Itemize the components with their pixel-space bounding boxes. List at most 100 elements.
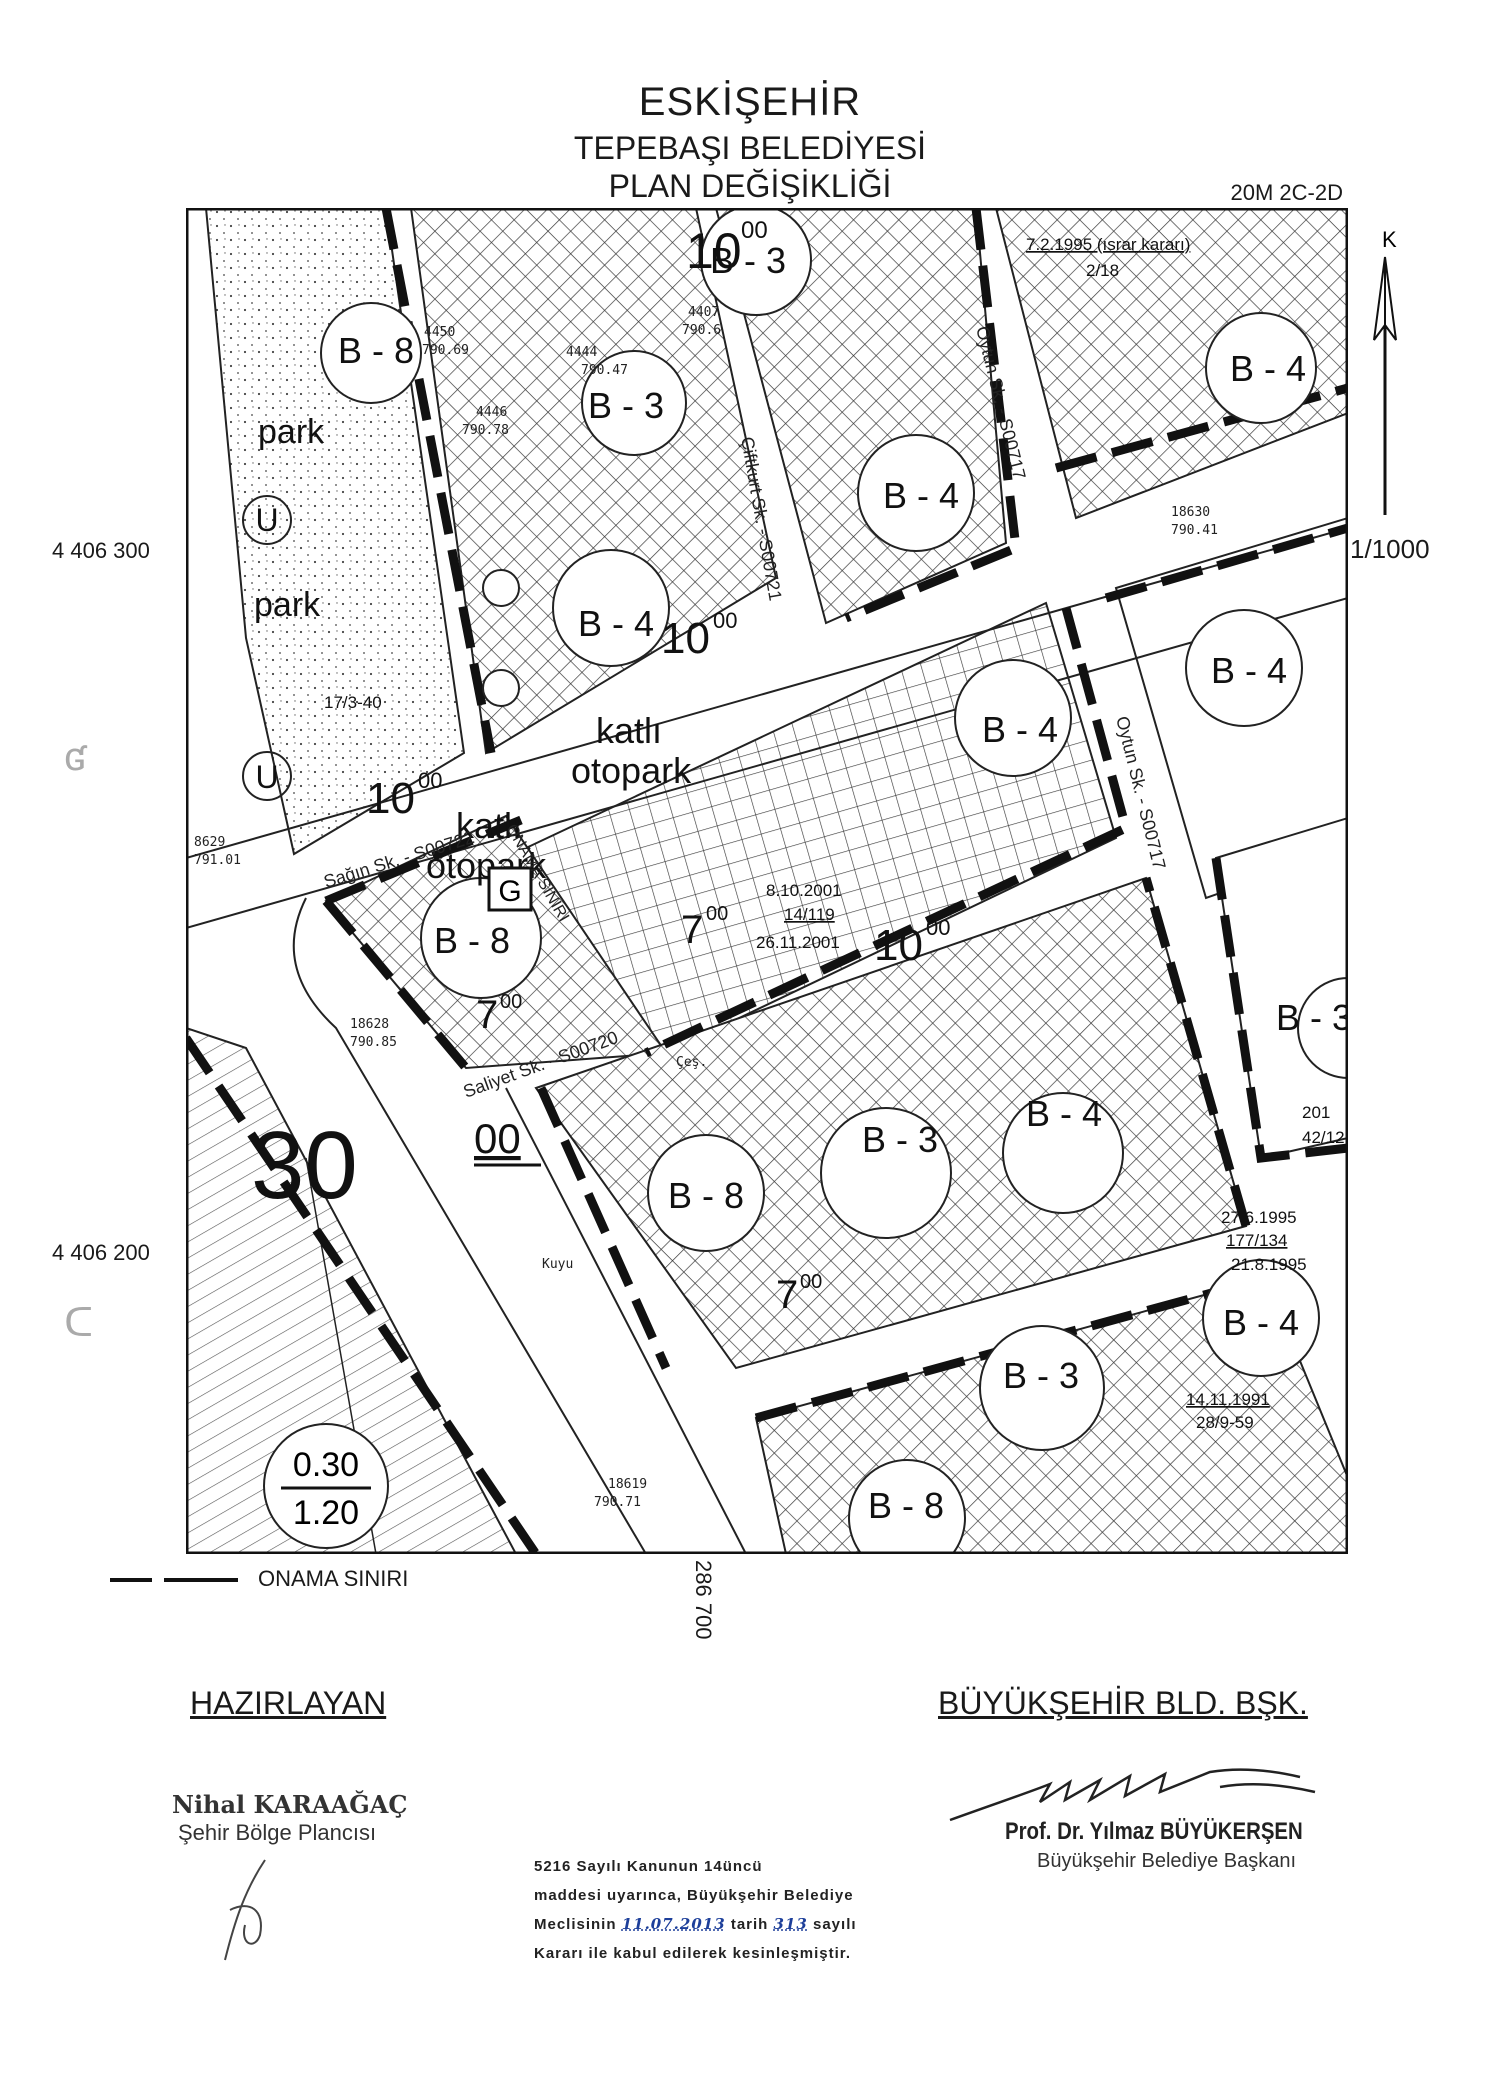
road-width: 10 <box>661 614 710 663</box>
prepared-by-heading: HAZIRLAYAN <box>190 1685 387 1721</box>
parcel-elevation: 790.47 <box>581 363 628 378</box>
parking-label: otopark <box>571 750 692 791</box>
road-width: 10 <box>874 921 923 970</box>
decision-ref: 26.11.2001 <box>756 933 840 952</box>
decision-ref: 14/119 <box>784 905 835 924</box>
road-width: 7 <box>476 993 498 1037</box>
zone-circle <box>700 208 812 316</box>
decision-ref: 27.6.1995 <box>1221 1208 1297 1227</box>
zone-label: B - 3 <box>710 240 786 281</box>
road-width: 7 <box>776 1273 798 1317</box>
zone-circle <box>320 302 422 404</box>
zone-label: B - 4 <box>578 603 654 644</box>
decision-ref: 201 <box>1302 1103 1330 1122</box>
zone-circle <box>954 659 1072 777</box>
parcel-number: 18630 <box>1171 505 1210 520</box>
zone-circle <box>1185 609 1303 727</box>
zone-circle <box>1002 1092 1124 1214</box>
road-width: 10 <box>366 774 415 823</box>
zone-label: B - 3 <box>862 1119 938 1160</box>
decision-ref: 7.2.1995 (ısrar kararı) <box>1026 235 1190 254</box>
sheet-reference: 20M 2C-2D <box>1230 180 1343 205</box>
residential-block <box>409 208 778 755</box>
north-label: K <box>1382 227 1397 252</box>
mayor-signature <box>949 1768 1316 1822</box>
coordinate-north-2: 4 406 200 <box>52 1240 150 1265</box>
scan-mark: ʛ <box>64 735 87 779</box>
road-width-sup: 00 <box>706 903 728 925</box>
density-taks: 0.30 <box>293 1446 359 1484</box>
zone-circle <box>979 1325 1105 1451</box>
map-frame <box>186 208 1348 1554</box>
parcel-number: 8629 <box>194 835 225 850</box>
planner-title: Şehir Bölge Plancısı <box>178 1820 377 1845</box>
planner-name: Nihal KARAAĞAÇ <box>172 1790 408 1819</box>
scan-mark: ᑕ <box>64 1301 94 1345</box>
approval-date: 11.07.2013 <box>621 1915 726 1933</box>
decision-ref: 2/18 <box>1086 261 1119 280</box>
decision-ref: 8.10.2001 <box>766 881 842 900</box>
parcel-elevation: 790.6 <box>682 323 721 338</box>
zone-circle <box>1202 1259 1320 1377</box>
map-title-city: ESKİŞEHİR <box>638 80 862 124</box>
zone-circle <box>1205 312 1317 424</box>
mayor-heading: BÜYÜKŞEHİR BLD. BŞK. <box>938 1685 1308 1721</box>
zone-label: B - 4 <box>1230 348 1306 389</box>
parking-label: katlı <box>596 710 662 751</box>
zone-circle <box>1297 977 1348 1079</box>
coordinate-north-1: 4 406 300 <box>52 538 150 563</box>
parcel-number: 18628 <box>350 1017 389 1032</box>
decision-ref: 28/9-59 <box>1196 1413 1254 1432</box>
parcel-number: 18619 <box>608 1477 647 1492</box>
zone-label: B - 4 <box>982 709 1058 750</box>
map-title-subject: PLAN DEĞİŞİKLİĞİ <box>608 168 892 204</box>
parcel-elevation: 790.71 <box>594 1495 641 1510</box>
zone-circle <box>820 1107 952 1239</box>
parcel-number: 4450 <box>424 325 455 340</box>
parcel-label: Çeş. <box>676 1055 707 1070</box>
zone-circle <box>581 350 687 456</box>
zone-label: B - 8 <box>338 330 414 371</box>
mayor-title: Büyükşehir Belediye Başkanı <box>1037 1850 1297 1872</box>
road-width-sup: 00 <box>418 768 442 793</box>
garage-label: G <box>498 875 521 908</box>
zone-label: B - 8 <box>434 920 510 961</box>
park-symbol-circle <box>482 569 520 607</box>
road-width: 7 <box>681 908 703 952</box>
road-width-sup: 00 <box>713 608 737 633</box>
road-width: 10 <box>686 223 742 279</box>
zone-circle <box>857 434 975 552</box>
zone-label: B - 4 <box>1223 1302 1299 1343</box>
parcel-number: 4446 <box>476 405 507 420</box>
parcel-elevation: 790.41 <box>1171 523 1218 538</box>
mayor-name: Prof. Dr. Yılmaz BÜYÜKERŞEN <box>1005 1818 1303 1845</box>
garage-symbol <box>487 866 533 912</box>
zone-label: B - 4 <box>1026 1093 1102 1134</box>
parcel-elevation: 790.78 <box>462 423 509 438</box>
parcel-number: 4407 <box>688 305 719 320</box>
zoning-plan-map: B - 3 B - 8 B - 3 B - 4 B - 4 B - 4 B - … <box>186 208 1348 1554</box>
main-road-width: 30 <box>251 1112 358 1219</box>
coordinate-east: 286 700 <box>691 1560 716 1640</box>
zone-label: B - 3 <box>1003 1355 1079 1396</box>
main-road-width-sup: 00 <box>474 1115 521 1162</box>
road-width-sup: 00 <box>800 1271 822 1293</box>
zone-label: B - 8 <box>868 1485 944 1526</box>
zone-label: B - 4 <box>883 475 959 516</box>
parcel-elevation: 790.85 <box>350 1035 397 1050</box>
park-symbol: U <box>255 759 278 795</box>
zone-label: B - 3 <box>1276 997 1348 1038</box>
approval-line: Kararı ile kabul edilerek kesinleşmiştir… <box>534 1945 851 1962</box>
zone-label: B - 3 <box>588 385 664 426</box>
park-symbol-circle <box>482 669 520 707</box>
zone-label: B - 4 <box>1211 650 1287 691</box>
parcel-elevation: 790.69 <box>422 343 469 358</box>
road-width-sup: 00 <box>926 915 950 940</box>
map-title-municipality: TEPEBAŞI BELEDİYESİ <box>573 130 927 166</box>
approval-stamp: 5216 Sayılı Kanunun 14üncü maddesi uyarı… <box>534 1852 894 1968</box>
zone-circle <box>552 549 670 667</box>
approval-line: maddesi uyarınca, Büyükşehir Belediye <box>534 1887 854 1904</box>
park-label: park <box>258 413 325 451</box>
decision-ref: 17/3-40 <box>324 693 382 712</box>
approval-line: 5216 Sayılı Kanunun 14üncü <box>534 1858 763 1875</box>
